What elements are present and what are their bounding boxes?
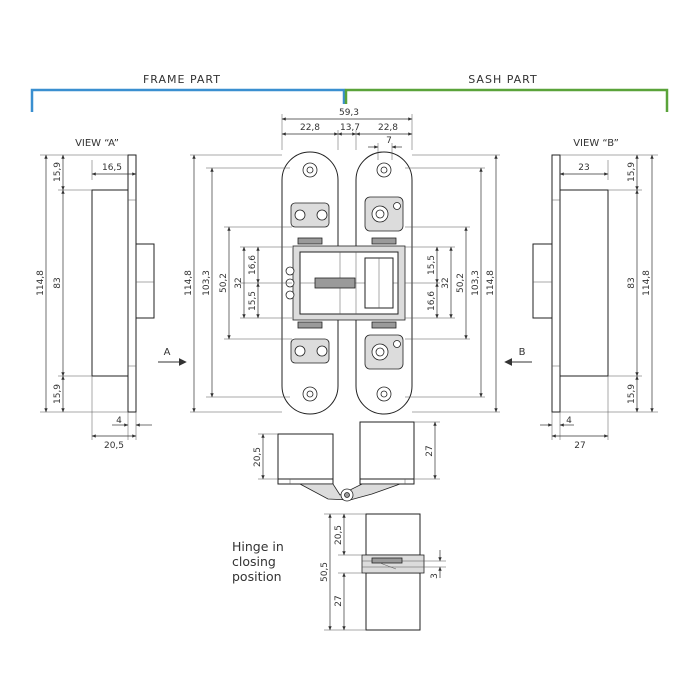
plan-dim-27: 27 — [425, 445, 435, 456]
fl-dim-50-2: 50,2 — [219, 273, 229, 293]
va-dim-20-5: 20,5 — [104, 441, 124, 451]
hinge-front-view — [281, 151, 413, 415]
va-dim-mid: 83 — [53, 277, 63, 288]
cl-dim-50-5: 50,5 — [320, 562, 330, 582]
va-dim-bottom: 15,9 — [53, 384, 63, 404]
va-dim-top: 15,9 — [53, 162, 63, 182]
closed-view-dimensions — [324, 513, 446, 631]
cl-dim-27: 27 — [334, 595, 344, 606]
fl-dim-32: 32 — [234, 277, 244, 288]
va-dim-width: 16,5 — [102, 163, 122, 173]
cl-dim-20-5: 20,5 — [334, 525, 344, 545]
view-a-drawing — [91, 154, 155, 413]
sr-dim-103-3: 103,3 — [471, 270, 481, 296]
dim-top-small: 7 — [386, 136, 392, 146]
cl-dim-3: 3 — [430, 573, 440, 579]
closing-note-line-1: Hinge in — [232, 539, 284, 554]
view-a-dimensions — [40, 154, 152, 440]
dim-top-left: 22,8 — [300, 123, 320, 133]
va-dim-height: 114,8 — [36, 270, 46, 296]
vb-dim-width: 23 — [578, 163, 589, 173]
hinge-plan-view — [277, 421, 415, 502]
hinge-closed-view — [361, 513, 425, 631]
sash-part-label: SASH PART — [468, 73, 537, 86]
vb-dim-mid: 83 — [627, 277, 637, 288]
hinge-left-dimensions — [190, 154, 292, 413]
plan-dim-20-5: 20,5 — [253, 447, 263, 467]
closing-note-line-3: position — [232, 569, 282, 584]
view-a-label: VIEW “A” — [75, 138, 119, 149]
va-dim-4: 4 — [116, 416, 122, 426]
vb-dim-4: 4 — [566, 416, 572, 426]
hinge-right-dimensions — [405, 154, 500, 413]
closing-note-line-2: closing — [232, 554, 276, 569]
fl-dim-15-5: 15,5 — [248, 291, 258, 311]
vb-dim-bottom: 15,9 — [627, 384, 637, 404]
plan-view-dimensions — [258, 421, 440, 480]
sr-dim-114-8: 114,8 — [486, 270, 496, 296]
hinge-top-dimensions — [281, 114, 413, 160]
dim-top-overall: 59,3 — [339, 108, 359, 118]
dim-top-right: 22,8 — [378, 123, 398, 133]
arrow-b-label: B — [519, 347, 526, 358]
frame-part-bracket — [30, 88, 346, 112]
vb-dim-height: 114,8 — [642, 270, 652, 296]
view-b-drawing — [532, 154, 609, 413]
fl-dim-16-6: 16,6 — [248, 255, 258, 275]
sash-part-bracket — [344, 88, 669, 112]
view-b-dimensions — [540, 154, 658, 440]
sr-dim-15-5: 15,5 — [427, 255, 437, 275]
fl-dim-103-3: 103,3 — [202, 270, 212, 296]
sr-dim-32: 32 — [441, 277, 451, 288]
arrow-a-label: A — [164, 347, 171, 358]
sr-dim-50-2: 50,2 — [456, 273, 466, 293]
dim-top-mid: 13,7 — [340, 123, 360, 133]
vb-dim-top: 15,9 — [627, 162, 637, 182]
frame-part-label: FRAME PART — [143, 73, 221, 86]
sr-dim-16-6: 16,6 — [427, 291, 437, 311]
vb-dim-27: 27 — [574, 441, 585, 451]
view-b-label: VIEW “B” — [573, 138, 619, 149]
fl-dim-114-8: 114,8 — [184, 270, 194, 296]
